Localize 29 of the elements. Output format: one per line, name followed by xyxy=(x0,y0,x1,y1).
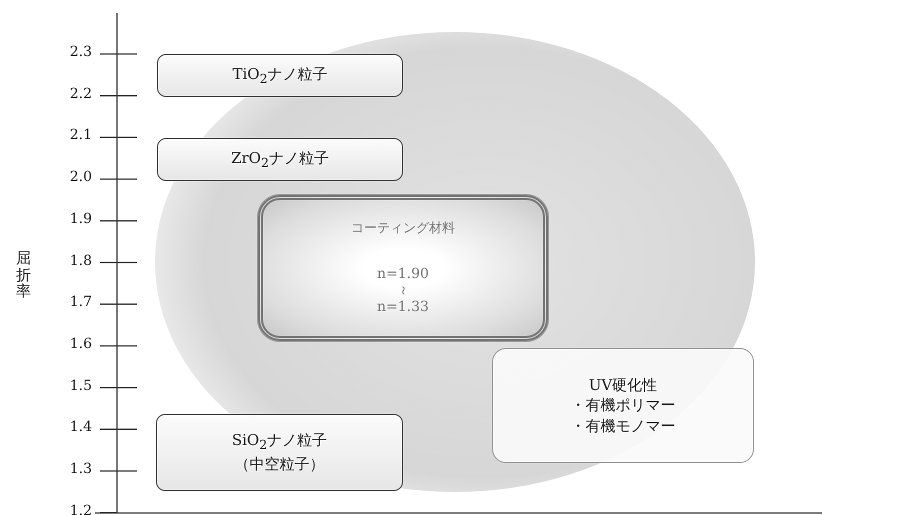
box-label: UV硬化性 xyxy=(588,375,658,396)
tick-label: 1.9 xyxy=(68,210,92,227)
tick-label: 2.0 xyxy=(68,169,92,186)
coating-material-box xyxy=(258,195,548,341)
box-title: コーティング材料 xyxy=(351,220,455,238)
material-box xyxy=(492,348,754,463)
range-symbol: ～ xyxy=(396,282,410,300)
refractive-index-value: n=1.90 xyxy=(377,266,429,282)
tick-label: 1.2 xyxy=(68,502,92,515)
axis-title: 屈折率 xyxy=(16,250,31,300)
tick-label: 1.7 xyxy=(68,294,92,310)
box-label: ZrO$_{2}$ナノ粒子 xyxy=(231,148,329,172)
tick-label: 2.1 xyxy=(68,127,92,144)
tick-label: 1.6 xyxy=(68,336,92,352)
tick-label: 2.3 xyxy=(68,44,92,60)
tick-label: 1.5 xyxy=(68,378,92,394)
tick-label: 1.8 xyxy=(68,252,92,268)
tick-label: 1.3 xyxy=(68,461,92,477)
box-note: （中空粒子） xyxy=(234,454,324,475)
tick-label: 2.2 xyxy=(68,86,92,102)
refractive-index-value: n=1.33 xyxy=(377,299,429,316)
material-box xyxy=(156,414,403,491)
material-box xyxy=(157,54,403,97)
box-note: ・有機ポリマー xyxy=(570,395,676,416)
material-box xyxy=(157,138,403,181)
box-label: TiO$_{2}$ナノ粒子 xyxy=(232,64,328,88)
box-note: ・有機モノマー xyxy=(570,416,676,436)
tick-label: 1.4 xyxy=(68,419,92,436)
box-label: SiO$_{2}$ナノ粒子 xyxy=(232,430,328,454)
